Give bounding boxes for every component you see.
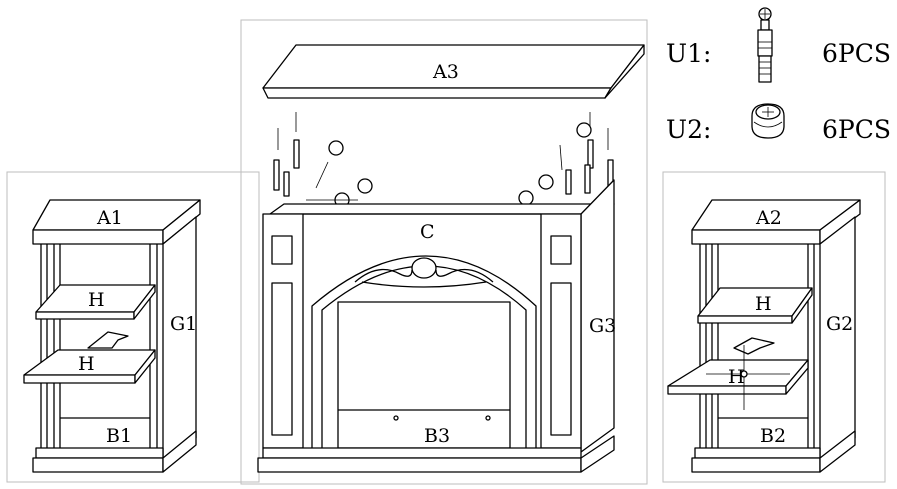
- label-g2: G2: [826, 313, 853, 335]
- left-hardware: [273, 112, 373, 208]
- left-cabinet: A1 H H B1 G1: [23, 199, 201, 473]
- label-h-right-lower: H: [728, 366, 745, 388]
- label-c: C: [420, 221, 435, 243]
- label-a2: A2: [755, 207, 782, 229]
- hardware-legend: U1: 6PCS U2: 6PCS: [666, 7, 891, 144]
- cam-bolt-icon: [757, 7, 773, 83]
- legend-code-u2: U2:: [666, 115, 711, 144]
- right-cabinet: A2 H H B2 G2: [667, 199, 861, 473]
- label-h-left-upper: H: [88, 289, 105, 311]
- legend-qty-u2: 6PCS: [822, 115, 891, 144]
- center-mantel-frame: [240, 19, 648, 485]
- label-a3: A3: [432, 61, 459, 83]
- right-hardware: [518, 112, 614, 211]
- label-h-left-lower: H: [78, 353, 95, 375]
- cam-lock-icon: [751, 103, 785, 139]
- label-g1: G1: [170, 313, 197, 335]
- label-h-right-upper: H: [755, 293, 772, 315]
- label-b1: B1: [106, 425, 132, 447]
- center-mantel: A3: [257, 44, 645, 473]
- arch-ornament: [354, 257, 494, 288]
- right-cabinet-frame: [662, 171, 886, 483]
- legend-code-u1: U1:: [666, 39, 711, 68]
- label-b2: B2: [760, 425, 786, 447]
- left-cabinet-frame: [6, 171, 260, 483]
- legend-qty-u1: 6PCS: [822, 39, 891, 68]
- label-g3: G3: [589, 315, 616, 337]
- label-a1: A1: [96, 207, 123, 229]
- label-b3: B3: [424, 425, 450, 447]
